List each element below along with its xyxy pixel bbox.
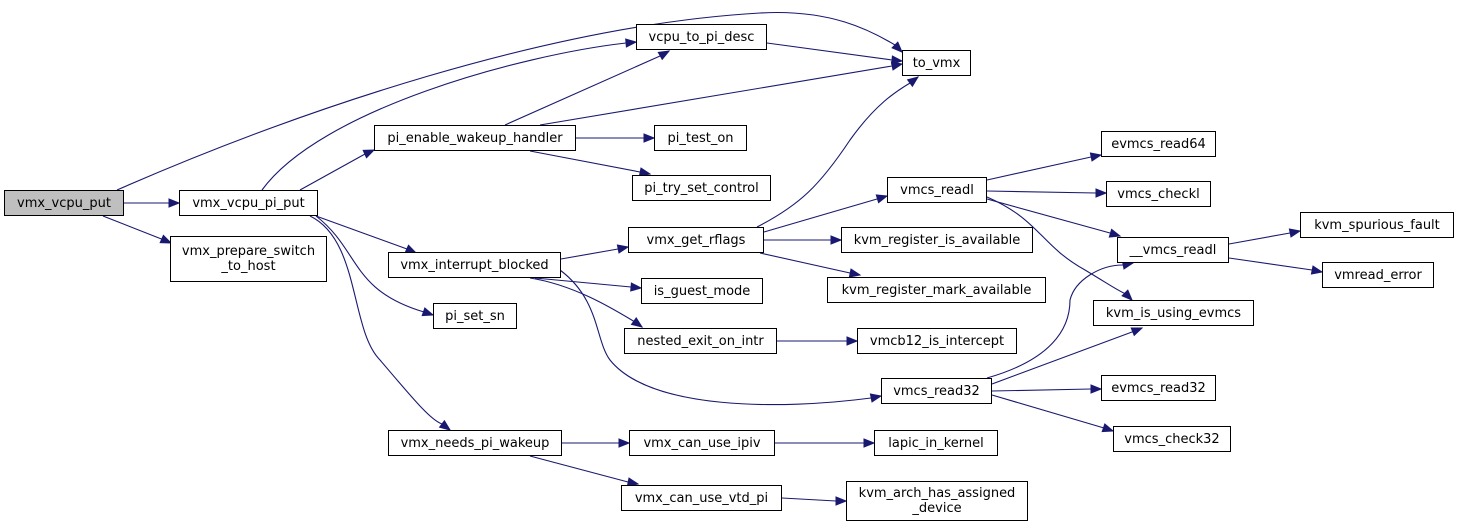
node-vmx-get-rflags[interactable]: vmx_get_rflags [628,227,764,253]
edge-vmx_interrupt_blocked-to-nested_exit_on_intr [529,277,636,323]
edge-tail-pi_enable_wakeup_handler [364,149,375,155]
edge-vmx_get_rflags-to-to_vmx [756,82,911,228]
edge-vmx_interrupt_blocked-to-vmx_get_rflags [560,248,619,260]
edge-tail-vmcs_check32 [1103,427,1114,432]
edge-tail-vmx_prepare_switch_to_host [163,239,172,244]
edge-vmcs_read32-to-__vmcs_readl [986,264,1124,379]
edge-vmx_vcpu_pi_put-to-pi_set_sn [315,215,425,313]
node-vmread-error[interactable]: vmread_error [1322,262,1434,288]
edge-vmx_needs_pi_wakeup-to-vmx_can_use_vtd_pi [529,455,629,483]
edge-tail-kvm_is_using_evmcs [1125,293,1133,301]
node-kvm-spurious-fault[interactable]: kvm_spurious_fault [1300,212,1454,238]
edge-pi_enable_wakeup_handler-to-to_vmx [539,65,893,126]
edge-tail-to_vmx [909,76,919,84]
edge-vmx_interrupt_blocked-to-vmcs_read32 [559,269,872,406]
node-vmx-vcpu-put: vmx_vcpu_put [4,190,124,216]
node-kvm-is-using-evmcs[interactable]: kvm_is_using_evmcs [1093,300,1254,326]
node-is-guest-mode[interactable]: is_guest_mode [641,278,763,304]
edge-vmcs_read32-to-kvm_is_using_evmcs [991,331,1133,385]
edge-vmcs_readl-to-kvm_is_using_evmcs [986,196,1127,295]
edge-tail-vcpu_to_pi_desc [625,41,637,44]
node-vmx-interrupt-blocked[interactable]: vmx_interrupt_blocked [388,252,561,278]
node-kvm-register-mark-available[interactable]: kvm_register_mark_available [827,277,1046,303]
edge-tail-vmcs_readl [876,195,888,200]
node-evmcs-read64[interactable]: evmcs_read64 [1101,131,1216,157]
edge-vmx_can_use_vtd_pi-to-kvm_arch_has_assigned_device [781,497,837,502]
edge-tail-vmread_error [1311,269,1323,273]
node-vmx-can-use-ipiv[interactable]: vmx_can_use_ipiv [629,430,775,456]
node-vmcs-readl[interactable]: vmcs_readl [887,177,987,203]
edge-vmx_vcpu_pi_put-to-vmx_needs_pi_wakeup [309,215,443,425]
node-pi-try-set-control[interactable]: pi_try_set_control [632,175,771,201]
edge-vmcs_readl-to-evmcs_read64 [986,156,1092,181]
edge-tail-pi_try_set_control [639,171,651,175]
edge-vmx_get_rflags-to-kvm_register_mark_available [759,252,851,274]
node-vmcs-readl-internal[interactable]: __vmcs_readl [1117,237,1229,263]
node-evmcs-read32[interactable]: evmcs_read32 [1101,375,1216,401]
node-nested-exit-on-intr[interactable]: nested_exit_on_intr [624,328,777,354]
edge-vmx_vcpu_pi_put-to-pi_enable_wakeup_handler [299,153,366,191]
edge-vmx_get_rflags-to-vmcs_readl [763,198,878,233]
edge-tail-kvm_register_mark_available [849,272,861,276]
edge-vmx_vcpu_put-to-vmx_prepare_switch_to_host [102,215,165,241]
edge-tail-vmx_can_use_vtd_pi [627,481,639,485]
edge-tail-__vmcs_readl [1109,232,1121,237]
node-vmcs-read32[interactable]: vmcs_read32 [881,378,992,404]
edge-__vmcs_readl-to-vmread_error [1228,257,1313,271]
edge-__vmcs_readl-to-kvm_spurious_fault [1228,232,1291,245]
node-vmx-needs-pi-wakeup[interactable]: vmx_needs_pi_wakeup [388,430,562,456]
edge-vmx_vcpu_pi_put-to-vcpu_to_pi_desc [261,42,627,191]
edge-tail-nested_exit_on_intr [634,321,643,328]
edge-vmx_vcpu_put-to-to_vmx [116,11,896,191]
node-vmx-can-use-vtd-pi[interactable]: vmx_can_use_vtd_pi [621,485,782,511]
edge-tail-is_guest_mode [630,286,642,289]
edge-tail-__vmcs_readl [1122,262,1134,266]
node-vmcs-checkl[interactable]: vmcs_checkl [1106,181,1211,207]
edge-tail-kvm_spurious_fault [1289,230,1301,234]
edge-vcpu_to_pi_desc-to-to_vmx [766,42,893,61]
edge-tail-vcpu_to_pi_desc [659,50,670,57]
edge-tail-vmx_needs_pi_wakeup [441,423,451,431]
node-vcpu-to-pi-desc[interactable]: vcpu_to_pi_desc [636,24,767,50]
node-pi-enable-wakeup-handler[interactable]: pi_enable_wakeup_handler [374,125,576,151]
edge-vmcs_read32-to-evmcs_read32 [991,388,1092,392]
node-lapic-in-kernel[interactable]: lapic_in_kernel [874,430,998,456]
node-kvm-arch-has-assigned-device[interactable]: kvm_arch_has_assigned _device [846,481,1028,521]
edge-tail-to_vmx [891,63,903,67]
node-vmcs-check32[interactable]: vmcs_check32 [1113,426,1231,452]
edge-tail-vmx_get_rflags [617,246,629,250]
edge-tail-to_vmx [891,59,903,62]
edge-tail-vmcs_read32 [870,395,882,399]
arrowhead-pi_enable_wakeup_handler [362,149,376,159]
edge-vmcs_read32-to-vmcs_check32 [991,394,1105,429]
edge-vmcs_readl-to-__vmcs_readl [986,198,1111,234]
node-kvm-register-is-available[interactable]: kvm_register_is_available [841,227,1033,253]
edge-tail-pi_set_sn [423,311,434,316]
edge-vmx_interrupt_blocked-to-is_guest_mode [534,277,632,288]
edge-pi_enable_wakeup_handler-to-vcpu_to_pi_desc [504,55,661,126]
edge-tail-evmcs_read64 [1090,154,1102,158]
node-pi-set-sn[interactable]: pi_set_sn [433,303,517,329]
node-vmx-vcpu-pi-put[interactable]: vmx_vcpu_pi_put [179,190,318,216]
edge-vmcs_readl-to-vmcs_checkl [986,190,1097,194]
edge-tail-kvm_is_using_evmcs [1131,327,1143,333]
edge-tail-to_vmx [894,44,903,53]
node-to-vmx[interactable]: to_vmx [902,50,971,76]
node-vmcb12-is-intercept[interactable]: vmcb12_is_intercept [857,328,1017,354]
node-pi-test-on[interactable]: pi_test_on [654,125,747,151]
arrowhead-vmx_prepare_switch_to_host [159,234,173,244]
edge-vmx_vcpu_pi_put-to-vmx_interrupt_blocked [315,215,408,250]
node-vmx-prepare-switch-to-host[interactable]: vmx_prepare_switch _to_host [170,236,327,282]
edge-pi_enable_wakeup_handler-to-pi_try_set_control [529,150,641,173]
